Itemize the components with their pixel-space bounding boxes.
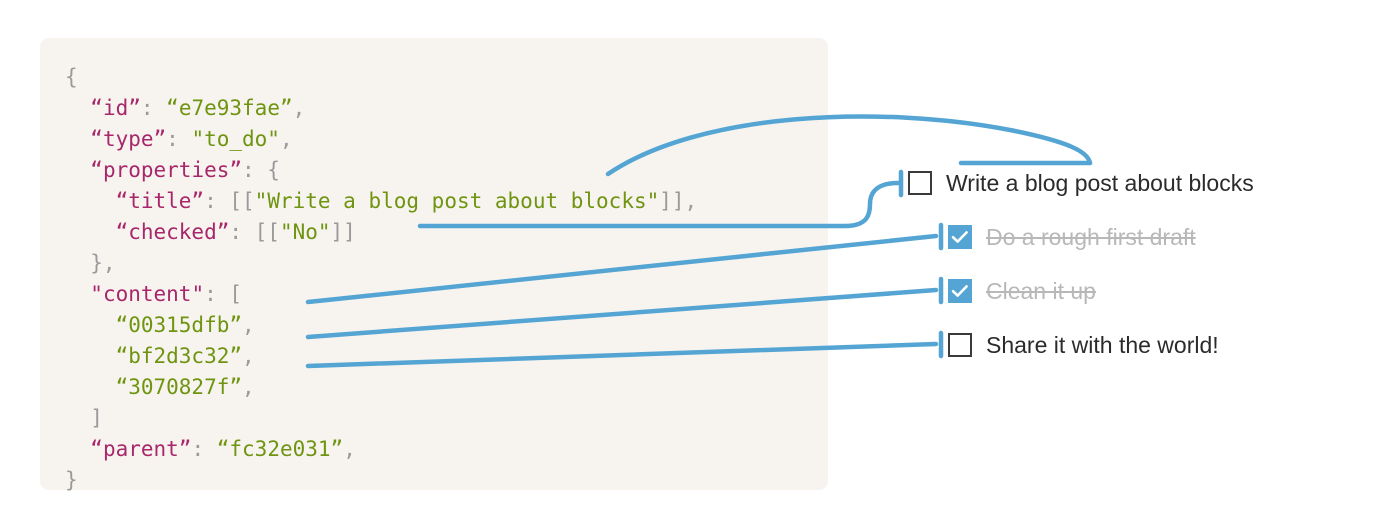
code-token (65, 220, 116, 244)
code-line: “3070827f”, (65, 372, 697, 403)
checkbox-unchecked-icon[interactable] (908, 171, 932, 195)
todo-item[interactable]: Share it with the world! (948, 330, 1219, 360)
code-token (65, 96, 90, 120)
code-token (65, 282, 90, 306)
code-token: { (65, 65, 78, 89)
code-token: "content" (90, 282, 205, 306)
json-code-panel: { “id”: “e7e93fae”, “type”: "to_do", “pr… (40, 38, 828, 492)
code-token: : (166, 127, 192, 151)
code-token: } (65, 468, 78, 492)
code-token: : [[ (204, 189, 255, 213)
code-line: “checked”: [["No"]] (65, 217, 697, 248)
code-token: "to_do" (191, 127, 280, 151)
code-token (65, 158, 90, 182)
checkbox-unchecked-icon[interactable] (948, 333, 972, 357)
code-token: , (279, 127, 293, 151)
code-line: “parent”: “fc32e031”, (65, 434, 697, 465)
code-line: { (65, 62, 697, 93)
checkbox-checked-icon[interactable] (948, 225, 972, 249)
code-token: ]], (659, 189, 698, 213)
code-token: “3070827f” (115, 375, 243, 399)
code-token: : [ (204, 282, 243, 306)
code-token: “title” (115, 189, 205, 213)
code-line: “00315dfb”, (65, 310, 697, 341)
code-line: } (65, 465, 697, 496)
todo-item[interactable]: Do a rough first draft (948, 222, 1196, 252)
code-token: “e7e93fae” (166, 96, 293, 120)
code-token: “checked” (115, 220, 230, 244)
checkbox-checked-icon[interactable] (948, 279, 972, 303)
code-token (65, 189, 116, 213)
code-line: "content": [ (65, 279, 697, 310)
code-token (65, 313, 116, 337)
todo-item-label: Clean it up (986, 277, 1096, 304)
code-token: , (242, 313, 255, 337)
code-token: , (343, 437, 356, 461)
code-line: “id”: “e7e93fae”, (65, 93, 697, 124)
code-token: “bf2d3c32” (115, 344, 243, 368)
code-token: : (140, 96, 167, 120)
code-token: ]] (330, 220, 356, 244)
code-token: “parent” (90, 437, 192, 461)
todo-item[interactable]: Write a blog post about blocks (908, 168, 1254, 198)
code-token (65, 344, 116, 368)
code-token: : { (242, 158, 280, 182)
code-token: “type” (90, 127, 167, 151)
code-token (65, 375, 116, 399)
code-line: “type”: "to_do", (65, 124, 697, 155)
todo-item-label: Share it with the world! (986, 331, 1219, 358)
code-line: }, (65, 248, 697, 279)
code-token (65, 127, 90, 151)
todo-item-label: Write a blog post about blocks (946, 169, 1254, 196)
code-token: "No" (279, 220, 331, 244)
code-line: “title”: [["Write a blog post about bloc… (65, 186, 698, 217)
code-token: , (242, 344, 255, 368)
code-line: ] (65, 403, 697, 434)
code-token: “00315dfb” (115, 313, 243, 337)
code-token: , (242, 375, 255, 399)
todo-item-label: Do a rough first draft (986, 223, 1196, 250)
code-token: “properties” (90, 158, 243, 182)
code-token (65, 437, 90, 461)
code-token: : (191, 437, 217, 461)
json-code-block: { “id”: “e7e93fae”, “type”: "to_do", “pr… (65, 62, 697, 496)
code-token: "Write a blog post about blocks" (254, 189, 660, 213)
code-token: “id” (90, 96, 141, 120)
code-token: ] (65, 406, 103, 430)
code-token: “fc32e031” (216, 437, 344, 461)
code-line: “bf2d3c32”, (65, 341, 697, 372)
code-token: , (292, 96, 306, 120)
code-token: : [[ (229, 220, 280, 244)
code-token: }, (65, 251, 116, 275)
code-line: “properties”: { (65, 155, 697, 186)
todo-item[interactable]: Clean it up (948, 276, 1096, 306)
